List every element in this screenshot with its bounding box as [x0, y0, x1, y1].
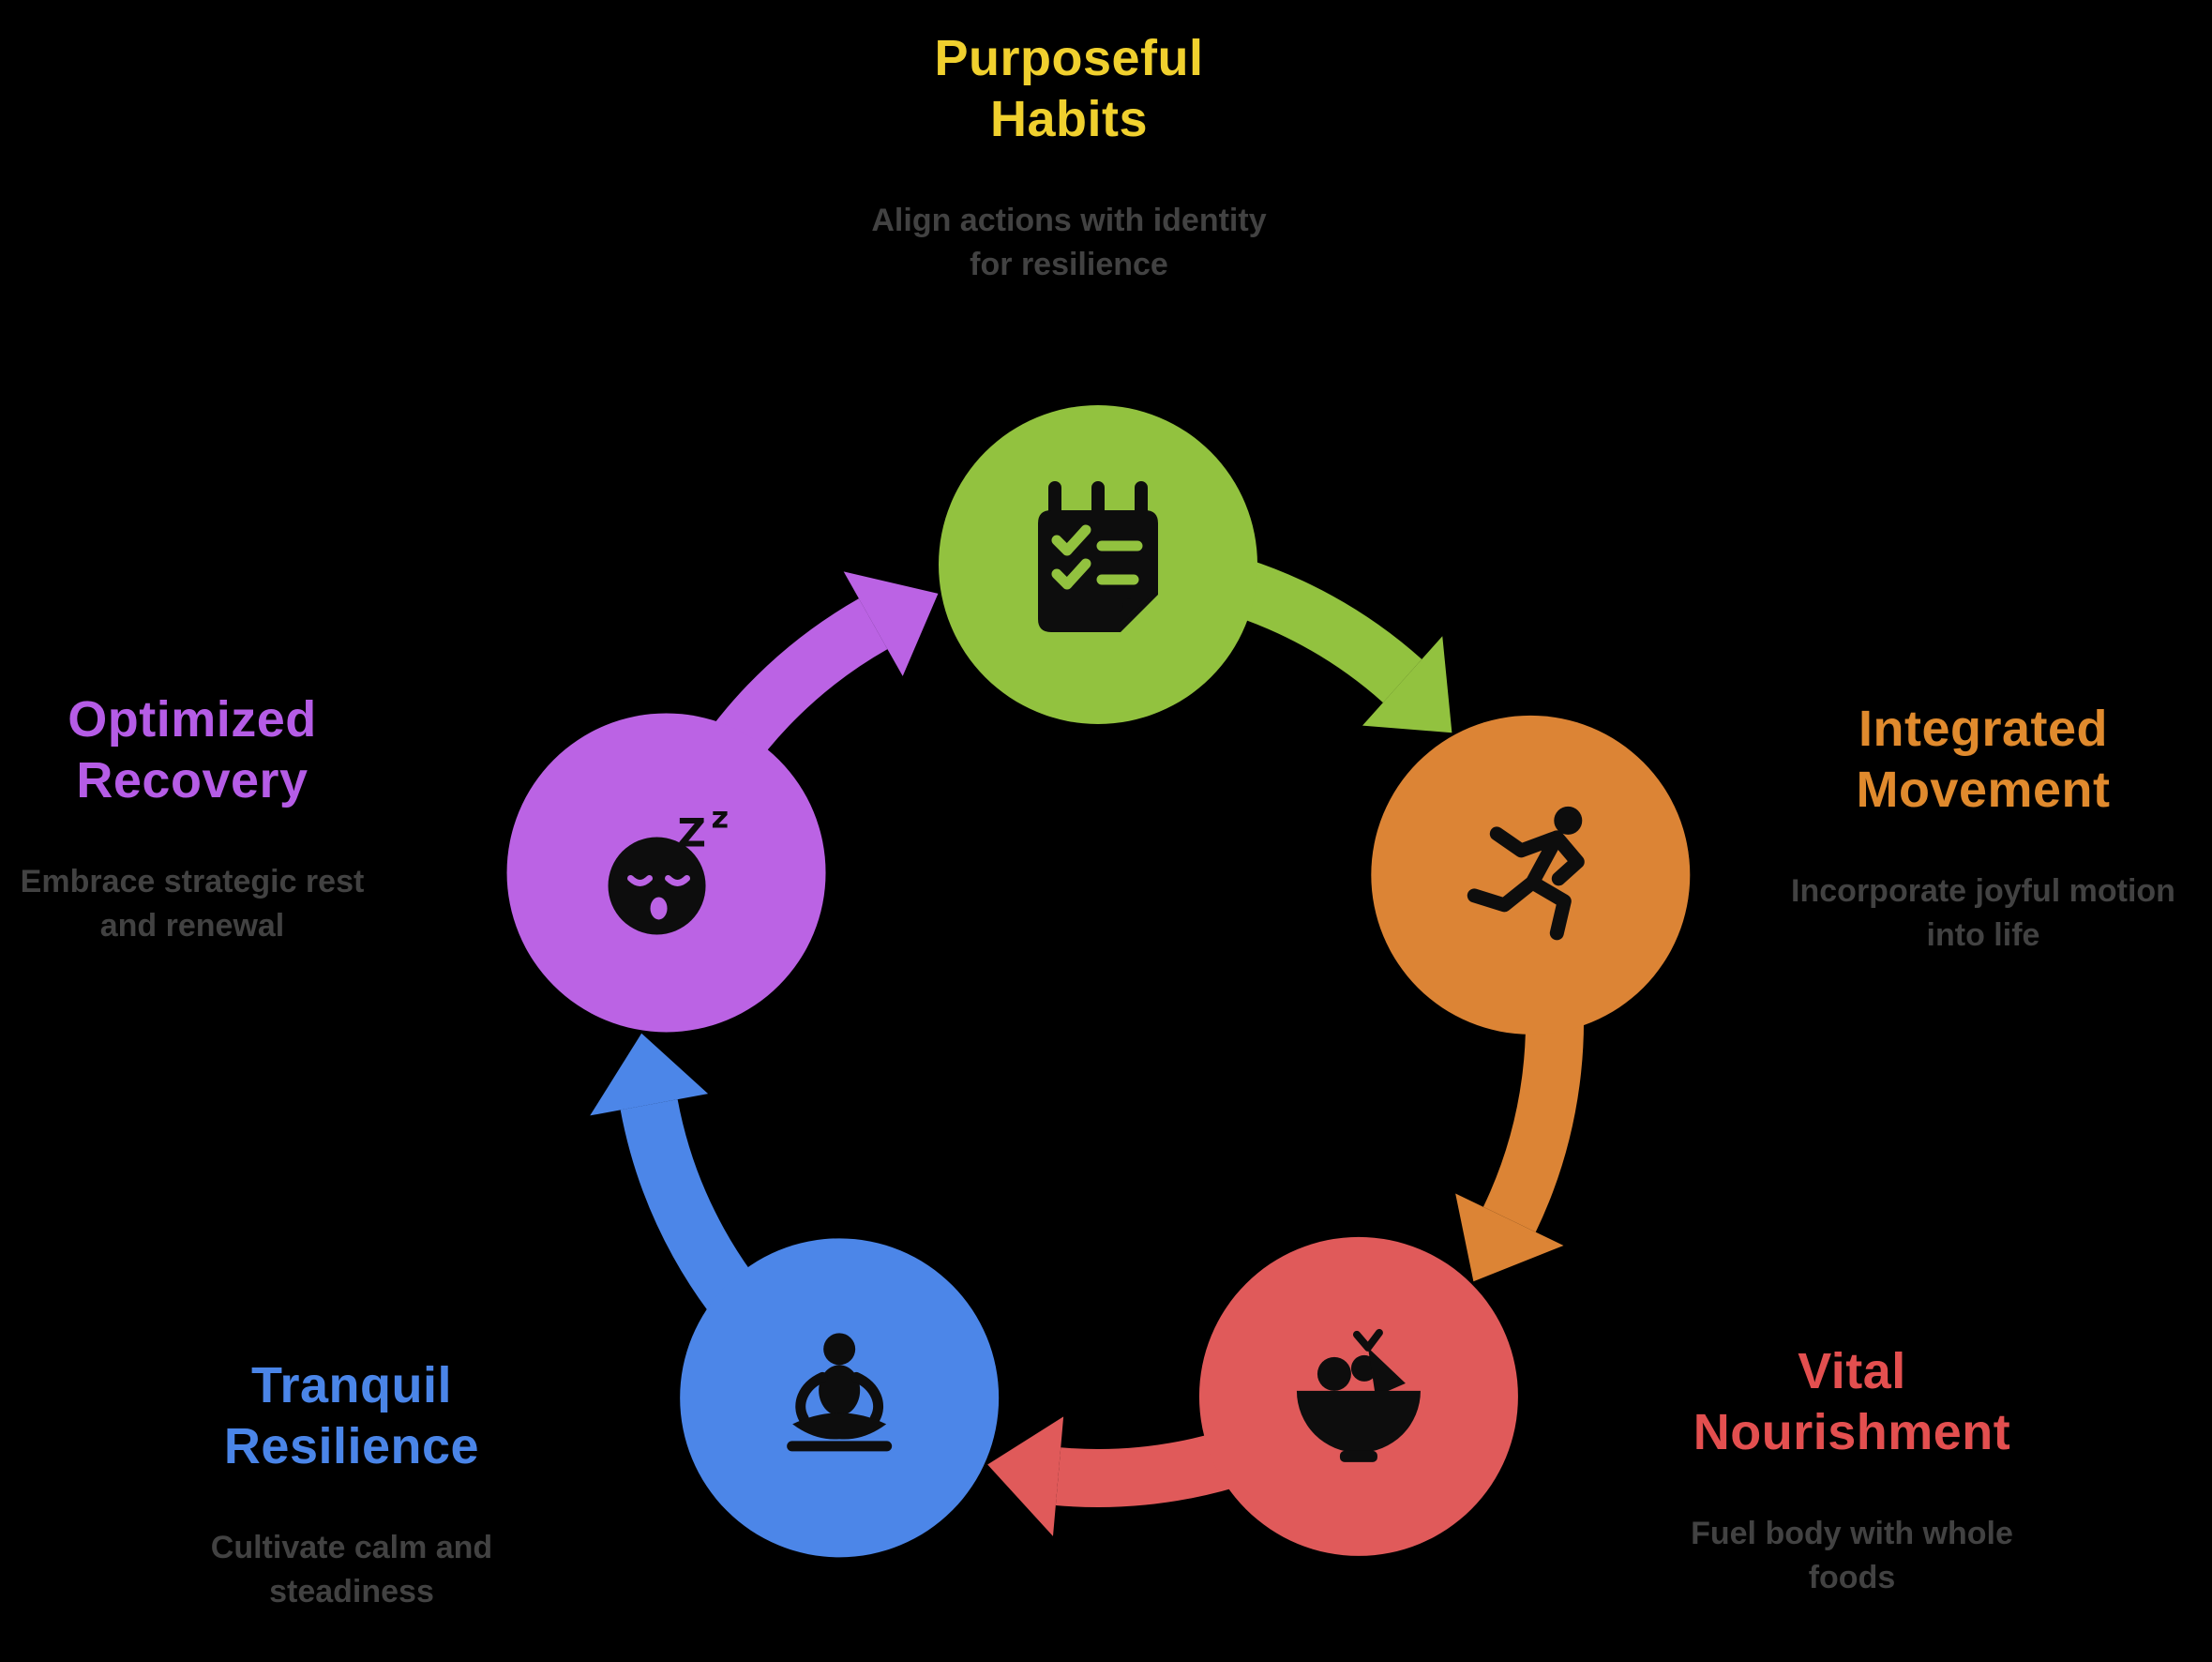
- node-subtitle: Cultivate calm and steadiness: [210, 1529, 493, 1609]
- salad-bowl-icon: [1296, 1328, 1421, 1462]
- svg-text:z: z: [712, 799, 730, 835]
- node-title: Tranquil Resilience: [223, 1357, 480, 1474]
- node-title: Vital Nourishment: [1693, 1343, 2011, 1460]
- svg-text:Z: Z: [678, 809, 706, 855]
- node-subtitle: Fuel body with whole foods: [1691, 1515, 2013, 1595]
- node-label-optimized-recovery: Optimized Recovery Embrace strategic res…: [0, 689, 399, 947]
- checklist-icon: [1038, 481, 1158, 632]
- runner-icon: [1467, 806, 1585, 941]
- node-title: Integrated Movement: [1856, 701, 2111, 818]
- node-label-integrated-movement: Integrated Movement Incorporate joyful m…: [1763, 699, 2204, 957]
- node-label-purposeful-habits: Purposeful Habits Align actions with ide…: [647, 28, 1491, 286]
- node-subtitle: Align actions with identity for resilien…: [871, 202, 1267, 282]
- meditation-icon: [787, 1333, 893, 1452]
- sleeping-face-icon: Z z: [608, 799, 730, 935]
- node-subtitle: Embrace strategic rest and renewal: [20, 863, 365, 944]
- node-subtitle: Incorporate joyful motion into life: [1791, 872, 2175, 953]
- node-label-vital-nourishment: Vital Nourishment Fuel body with whole f…: [1618, 1341, 2086, 1599]
- node-title: Optimized Recovery: [68, 691, 317, 808]
- node-title: Purposeful Habits: [934, 30, 1204, 147]
- node-label-tranquil-resilience: Tranquil Resilience Cultivate calm and s…: [117, 1355, 586, 1613]
